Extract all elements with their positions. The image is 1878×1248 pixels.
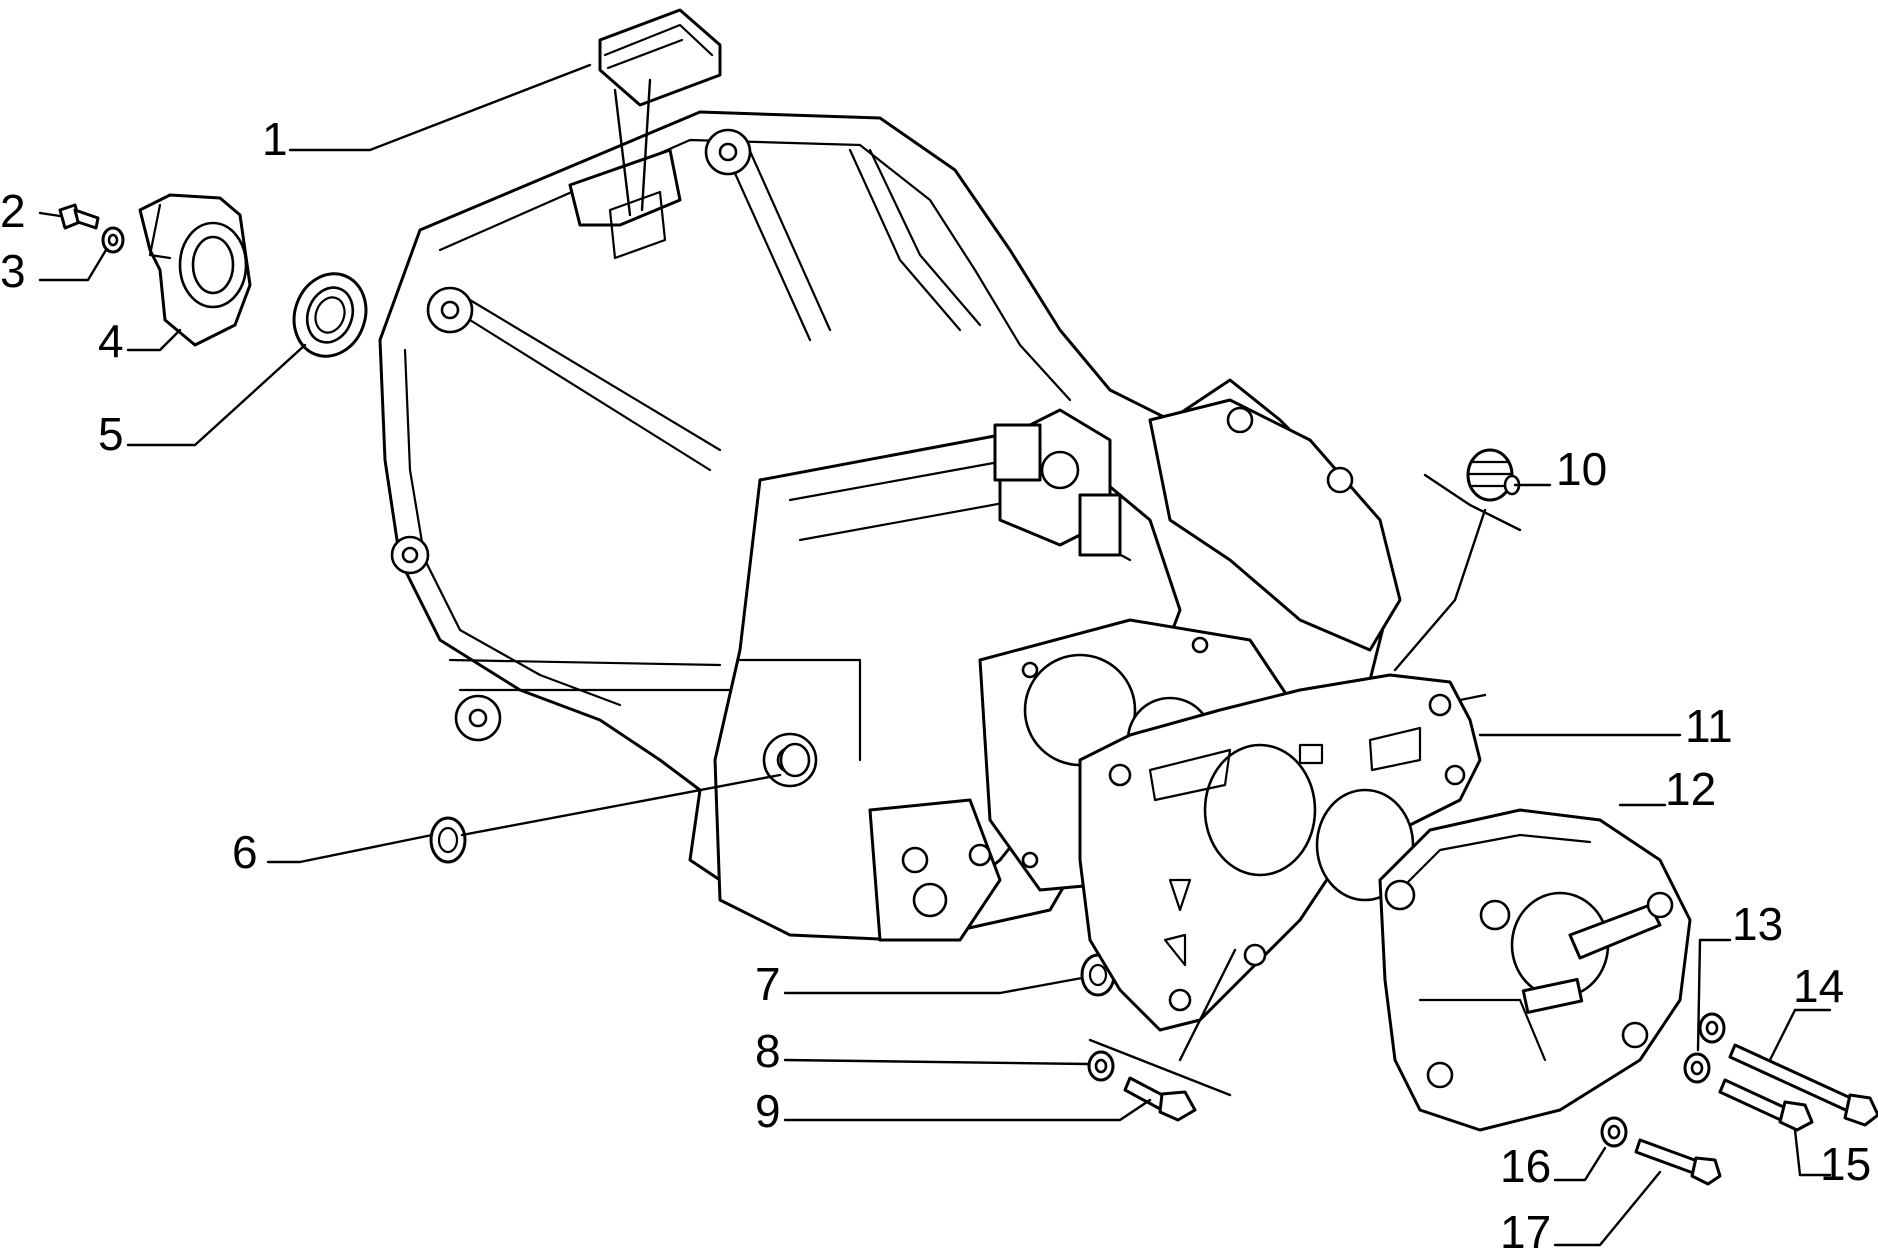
part-6-plug	[429, 816, 467, 864]
leader-16	[1553, 1146, 1607, 1182]
leader-3	[38, 248, 108, 282]
leader-14b	[1768, 1008, 1797, 1062]
callout-12: 12	[1665, 763, 1716, 815]
callout-3: 3	[0, 245, 26, 297]
callout-labels: 1 2 3 4 5 6 7 8 9 10 11 12 13 14 15 16 1…	[0, 113, 1871, 1248]
leader-7	[783, 976, 1084, 995]
part-13-washer-lower	[1683, 1052, 1711, 1084]
part-15-bolt	[1718, 1078, 1814, 1132]
part-12-rear-cover	[1378, 808, 1692, 1132]
callout-14: 14	[1793, 960, 1844, 1012]
leader-15b	[1793, 1128, 1802, 1177]
leader-17	[1553, 1170, 1662, 1247]
callout-7: 7	[755, 958, 781, 1010]
part-5-oil-seal	[292, 272, 368, 358]
part-11-gasket-plate	[1078, 673, 1482, 1032]
leader-9	[783, 1098, 1152, 1122]
part-16-washer	[1600, 1116, 1628, 1148]
callout-4: 4	[98, 315, 124, 367]
callout-1: 1	[262, 113, 288, 165]
leader-13b	[1696, 938, 1702, 1052]
leader-4	[126, 328, 182, 352]
callout-13: 13	[1732, 898, 1783, 950]
callout-11: 11	[1685, 700, 1733, 752]
leader-1c	[640, 78, 652, 212]
part-8-washer	[1087, 1050, 1115, 1082]
callout-16: 16	[1500, 1140, 1551, 1192]
callout-9: 9	[755, 1085, 781, 1137]
part-13-washer-upper	[1698, 1012, 1726, 1044]
part-10-filler-plug	[1466, 448, 1521, 502]
part-6-boss	[779, 742, 811, 778]
leader-9b	[1088, 1038, 1232, 1097]
callout-8: 8	[755, 1025, 781, 1077]
leader-2	[38, 211, 62, 218]
callout-17: 17	[1500, 1206, 1551, 1248]
part-17-bolt	[1634, 1138, 1722, 1186]
leader-10c	[1393, 508, 1487, 672]
part-14-long-bolt	[1728, 1043, 1878, 1127]
callout-10: 10	[1556, 443, 1607, 495]
callout-15: 15	[1820, 1138, 1871, 1190]
part-1-breather-cap	[598, 8, 722, 107]
cover-logo-plate	[1521, 977, 1584, 1014]
leader-9c	[1178, 948, 1237, 1062]
leader-1b	[613, 88, 632, 217]
leader-10b	[1423, 473, 1522, 532]
leader-6b	[460, 773, 782, 837]
gearbox-housing	[378, 110, 1402, 942]
leader-8	[783, 1058, 1090, 1066]
part-9-bolt	[1123, 1076, 1197, 1122]
part-4-bearing-sleeve	[138, 193, 252, 347]
leader-5	[126, 343, 307, 447]
leader-11b	[1458, 693, 1487, 702]
leader-6	[266, 833, 434, 864]
leader-lines	[38, 63, 1832, 1247]
part-2-bolt	[58, 203, 100, 230]
leader-1	[288, 63, 592, 152]
part-3-washer	[101, 226, 125, 254]
callout-5: 5	[98, 408, 124, 460]
callout-2: 2	[0, 185, 26, 237]
callout-6: 6	[232, 826, 258, 878]
